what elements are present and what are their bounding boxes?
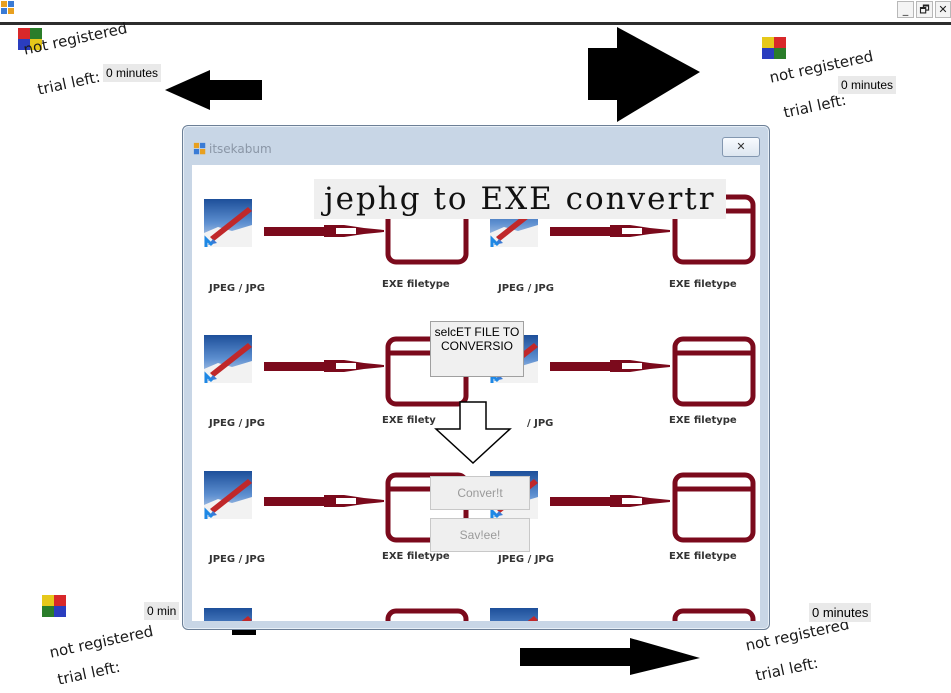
right-arrow-bottom-icon <box>520 638 700 675</box>
save-button[interactable]: Sav!ee! <box>430 518 530 552</box>
logo-icon <box>42 595 66 617</box>
select-file-button[interactable]: selcET FILE TO CONVERSIO <box>430 321 524 377</box>
jpeg-label: / JPG <box>527 418 554 429</box>
minutes-label: 0 minutes <box>809 603 872 622</box>
left-arrow-icon <box>165 70 262 110</box>
jpeg-label: JPEG / JPG <box>498 283 554 294</box>
logo-icon <box>762 37 786 59</box>
app-icon <box>193 142 206 155</box>
minutes-label: 0 minutes <box>838 76 897 94</box>
dialog-close-button[interactable]: ✕ <box>722 137 760 157</box>
jpeg-label: JPEG / JPG <box>498 554 554 565</box>
exe-label: EXE filetype <box>382 551 450 562</box>
down-arrow-icon <box>434 401 512 465</box>
jpeg-label: JPEG / JPG <box>209 283 265 294</box>
jpeg-label: JPEG / JPG <box>209 554 265 565</box>
jpeg-label: JPEG / JPG <box>209 418 265 429</box>
exe-label: EXE filetype <box>669 551 737 562</box>
titlebar-divider <box>0 22 951 25</box>
minutes-label: 0 minutes <box>103 64 162 82</box>
logo-icon <box>18 28 42 50</box>
converter-dialog: itsekabum ✕ <box>182 125 770 630</box>
exe-label: EXE filetype <box>669 415 737 426</box>
dialog-client-area: jephg to EXE convertr JPEG / JPG EXE fil… <box>192 165 760 621</box>
app-icon <box>1 1 14 14</box>
exe-label: EXE filetype <box>669 279 737 290</box>
exe-label: EXE filetype <box>382 279 450 290</box>
minutes-label: 0 min <box>144 602 180 620</box>
app-banner: jephg to EXE convertr <box>314 179 726 219</box>
minimize-button[interactable]: _ <box>897 1 914 18</box>
right-arrow-icon <box>588 27 700 122</box>
dialog-title: itsekabum <box>209 142 272 156</box>
convert-button[interactable]: Conver!t <box>430 476 530 510</box>
maximize-button[interactable]: 🗗 <box>916 1 933 18</box>
conversion-graphics <box>202 165 760 621</box>
exe-label: EXE filety <box>382 415 436 426</box>
